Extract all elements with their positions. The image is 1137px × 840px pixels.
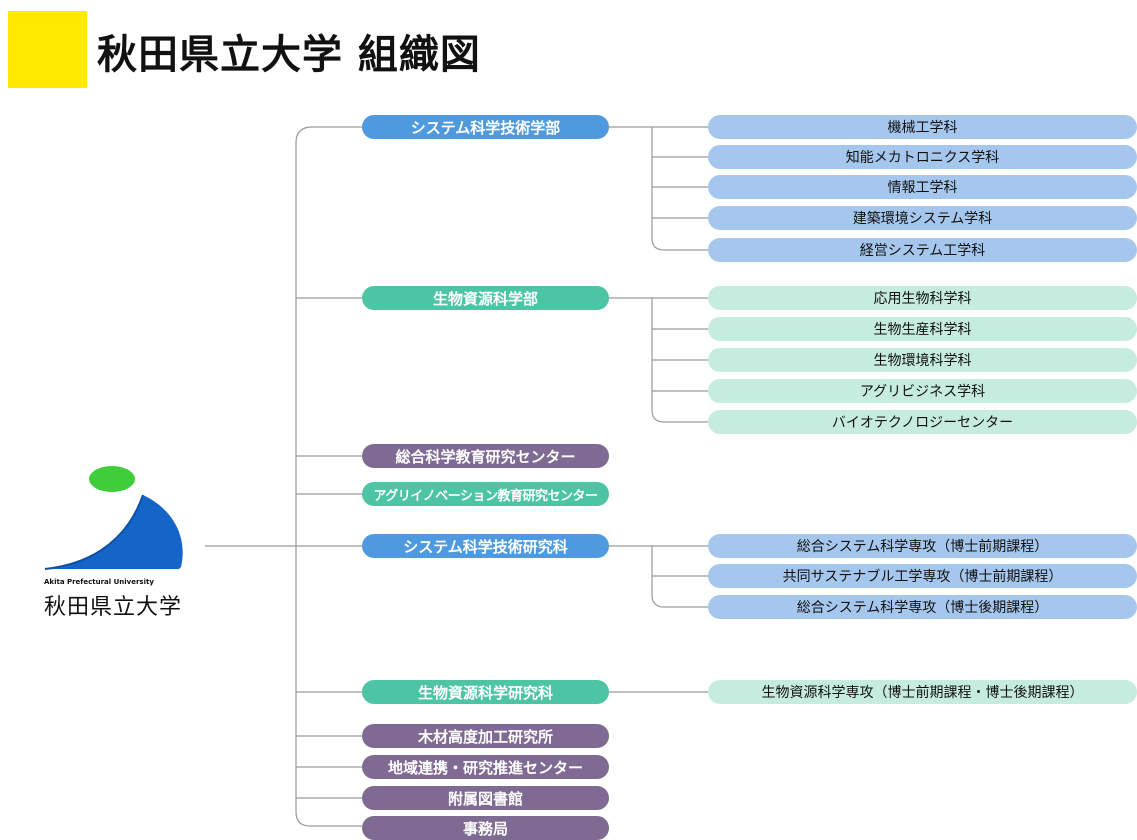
- connector-unit-2: [609, 297, 708, 423]
- dept-item: 応用生物科学科: [708, 286, 1137, 310]
- unit-wood-institute: 木材高度加工研究所: [362, 724, 609, 748]
- dept-item: 総合システム科学専攻（博士後期課程）: [708, 595, 1137, 619]
- dept-item: バイオテクノロジーセンター: [708, 410, 1137, 434]
- page-title: 秋田県立大学 組織図: [97, 32, 481, 78]
- dept-item: 生物生産科学科: [708, 317, 1137, 341]
- unit-bioresource-faculty: 生物資源科学部: [362, 286, 609, 310]
- dept-item: 建築環境システム学科: [708, 206, 1137, 230]
- connector-unit-1: [609, 126, 708, 251]
- logo-name-en: Akita Prefectural University: [44, 578, 154, 586]
- dept-item: 経営システム工学科: [708, 238, 1137, 262]
- connector-unit-5: [609, 545, 708, 608]
- dept-item: 機械工学科: [708, 115, 1137, 139]
- unit-regional-research-center: 地域連携・研究推進センター: [362, 755, 609, 779]
- unit-general-education-center: 総合科学教育研究センター: [362, 444, 609, 468]
- title-accent-square: [8, 11, 87, 88]
- unit-agri-innovation-center: アグリイノベーション教育研究センター: [362, 482, 609, 506]
- dept-item: 共同サステナブル工学専攻（博士前期課程）: [708, 564, 1137, 588]
- unit-library: 附属図書館: [362, 786, 609, 810]
- connector-trunk: [295, 126, 362, 827]
- university-logo: [44, 466, 183, 570]
- logo-green-ellipse: [89, 466, 135, 492]
- dept-item: 知能メカトロニクス学科: [708, 145, 1137, 169]
- unit-systems-science-faculty: システム科学技術学部: [362, 115, 609, 139]
- unit-bioresource-graduate-school: 生物資源科学研究科: [362, 680, 609, 704]
- dept-item: 情報工学科: [708, 175, 1137, 199]
- dept-item: 総合システム科学専攻（博士前期課程）: [708, 534, 1137, 558]
- dept-item: アグリビジネス学科: [708, 379, 1137, 403]
- dept-item: 生物資源科学専攻（博士前期課程・博士後期課程）: [708, 680, 1137, 704]
- dept-item: 生物環境科学科: [708, 348, 1137, 372]
- unit-secretariat: 事務局: [362, 816, 609, 840]
- logo-blue-wave: [45, 495, 183, 569]
- logo-name-ja: 秋田県立大学: [44, 595, 183, 620]
- unit-systems-graduate-school: システム科学技術研究科: [362, 534, 609, 558]
